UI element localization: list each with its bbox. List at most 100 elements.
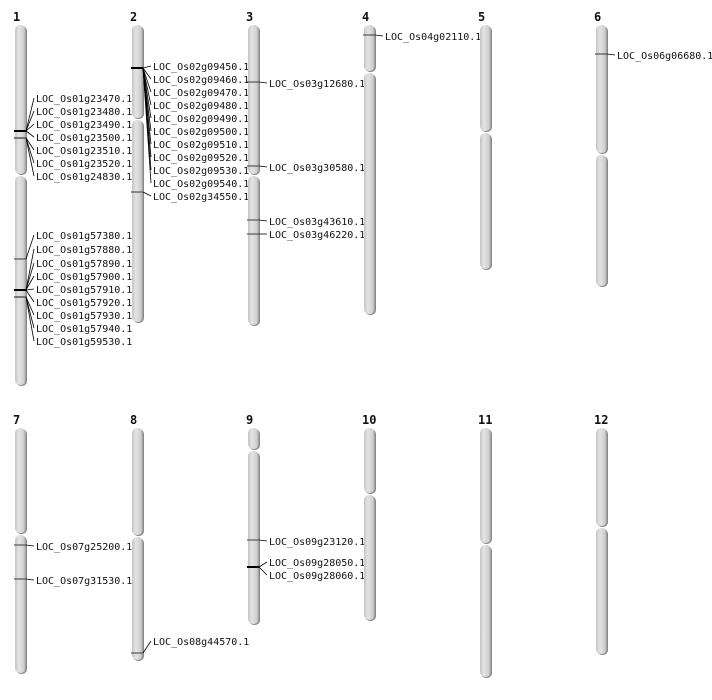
- gene-connector: [25, 578, 35, 581]
- chromosome-5: 5: [478, 10, 492, 270]
- gene-connector: [258, 219, 268, 222]
- chromosome-p-arm: [596, 25, 607, 153]
- chromosome-number: 1: [13, 10, 20, 24]
- chromosome-q-arm: [480, 545, 491, 677]
- chromosome-1: 1LOC_Os01g23470.1LOC_Os01g23480.1LOC_Os0…: [13, 10, 132, 386]
- gene-connector: [142, 65, 152, 69]
- gene-connector: [25, 288, 35, 291]
- gene-label: LOC_Os08g44570.1: [153, 637, 249, 648]
- chromosome-number: 8: [130, 413, 137, 427]
- gene-label: LOC_Os02g09450.1: [153, 62, 249, 73]
- gene-label: LOC_Os02g09490.1: [153, 114, 249, 125]
- gene-label: LOC_Os01g57380.1: [36, 231, 132, 242]
- chromosome-p-arm: [480, 428, 491, 543]
- gene-connector: [25, 248, 35, 291]
- gene-connector: [142, 67, 152, 93]
- gene-label: LOC_Os01g23510.1: [36, 146, 132, 157]
- gene-connector: [25, 137, 35, 151]
- gene-connector: [258, 561, 268, 568]
- chromosome-q-arm: [596, 528, 607, 654]
- chromosome-q-arm: [364, 73, 375, 314]
- chromosome-9: 9LOC_Os09g23120.1LOC_Os09g28050.1LOC_Os0…: [246, 413, 365, 625]
- chromosome-p-arm: [15, 25, 26, 174]
- chromosome-number: 7: [13, 413, 20, 427]
- gene-label: LOC_Os01g57880.1: [36, 245, 132, 256]
- gene-label: LOC_Os02g09480.1: [153, 101, 249, 112]
- chromosome-12: 12: [594, 413, 608, 655]
- chromosome-q-arm: [248, 176, 259, 325]
- chromosome-2: 2LOC_Os02g09450.1LOC_Os02g09460.1LOC_Os0…: [130, 10, 249, 323]
- gene-connector: [606, 53, 616, 56]
- gene-label: LOC_Os01g57900.1: [36, 272, 132, 283]
- gene-connector: [258, 165, 268, 168]
- gene-connector: [258, 539, 268, 542]
- chromosome-q-arm: [15, 176, 26, 385]
- gene-connector: [25, 137, 35, 177]
- gene-label: LOC_Os02g09460.1: [153, 75, 249, 86]
- gene-label: LOC_Os02g09510.1: [153, 140, 249, 151]
- gene-connector: [25, 275, 35, 291]
- chromosome-number: 2: [130, 10, 137, 24]
- chromosome-10: 10: [362, 413, 376, 621]
- chromosome-number: 4: [362, 10, 369, 24]
- gene-label: LOC_Os03g12680.1: [269, 79, 365, 90]
- gene-label: LOC_Os04g02110.1: [385, 32, 481, 43]
- gene-label: LOC_Os03g43610.1: [269, 217, 365, 228]
- chromosome-q-arm: [132, 537, 143, 660]
- chromosome-p-arm: [248, 428, 259, 449]
- chromosome-p-arm: [364, 25, 375, 71]
- gene-connector: [25, 110, 35, 132]
- gene-label: LOC_Os02g09540.1: [153, 179, 249, 190]
- gene-label: LOC_Os01g23520.1: [36, 159, 132, 170]
- chromosome-number: 12: [594, 413, 608, 427]
- gene-connector: [25, 234, 35, 260]
- gene-connector: [25, 296, 35, 342]
- gene-label: LOC_Os02g09470.1: [153, 88, 249, 99]
- gene-connector: [25, 130, 35, 138]
- gene-label: LOC_Os01g59530.1: [36, 337, 132, 348]
- chromosome-number: 3: [246, 10, 253, 24]
- chromosome-number: 6: [594, 10, 601, 24]
- gene-label: LOC_Os07g31530.1: [36, 576, 132, 587]
- gene-label: LOC_Os02g09530.1: [153, 166, 249, 177]
- gene-connector: [142, 191, 152, 197]
- chromosome-number: 5: [478, 10, 485, 24]
- gene-label: LOC_Os07g25200.1: [36, 542, 132, 553]
- chromosome-p-arm: [132, 25, 143, 118]
- gene-label: LOC_Os02g34550.1: [153, 192, 249, 203]
- gene-label: LOC_Os06g06680.1: [617, 51, 712, 62]
- gene-connector: [142, 640, 152, 654]
- gene-label: LOC_Os01g57920.1: [36, 298, 132, 309]
- gene-label: LOC_Os03g46220.1: [269, 230, 365, 241]
- chromosome-p-arm: [132, 428, 143, 535]
- chromosome-p-arm: [364, 428, 375, 493]
- gene-label: LOC_Os01g23480.1: [36, 107, 132, 118]
- gene-label: LOC_Os01g57910.1: [36, 285, 132, 296]
- chromosome-p-arm: [596, 428, 607, 526]
- chromosome-q-arm: [480, 133, 491, 269]
- chromosome-q-arm: [248, 451, 259, 624]
- gene-label: LOC_Os01g23490.1: [36, 120, 132, 131]
- chromosome-q-arm: [15, 535, 26, 673]
- gene-label: LOC_Os01g57890.1: [36, 259, 132, 270]
- gene-label: LOC_Os09g28060.1: [269, 571, 365, 582]
- chromosome-p-arm: [15, 428, 26, 533]
- gene-label: LOC_Os01g23470.1: [36, 94, 132, 105]
- chromosome-p-arm: [480, 25, 491, 131]
- chromosome-number: 10: [362, 413, 376, 427]
- gene-connector: [25, 289, 35, 303]
- chromosome-number: 9: [246, 413, 253, 427]
- chromosome-3: 3LOC_Os03g12680.1LOC_Os03g30580.1LOC_Os0…: [246, 10, 365, 326]
- chromosome-q-arm: [596, 155, 607, 286]
- gene-connector: [25, 97, 35, 132]
- chromosome-p-arm: [248, 25, 259, 174]
- gene-connector: [142, 67, 152, 80]
- gene-connector: [25, 544, 35, 547]
- gene-label: LOC_Os01g57940.1: [36, 324, 132, 335]
- chromosome-number: 11: [478, 413, 492, 427]
